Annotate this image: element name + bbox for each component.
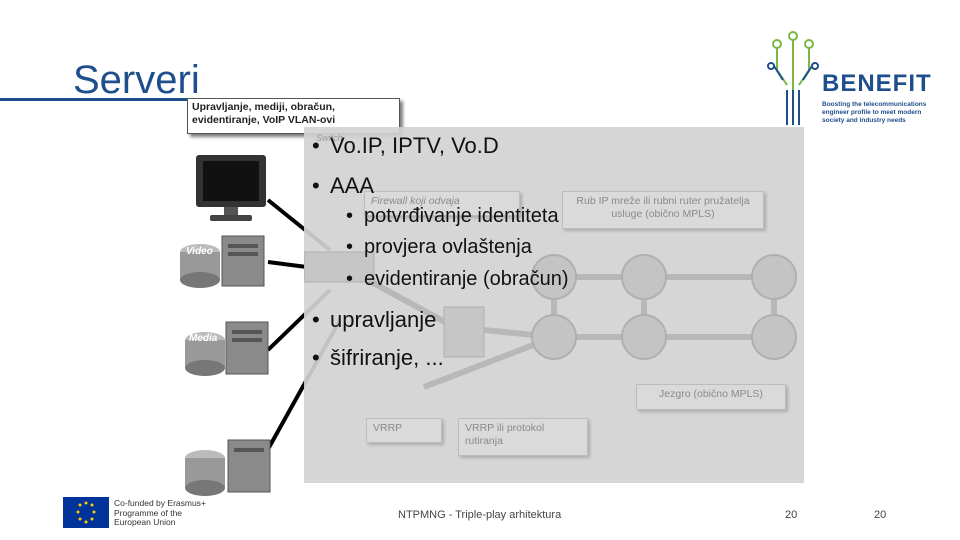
eu-flag-icon [63, 497, 109, 528]
router-icon [621, 254, 667, 300]
sub-bullet-item: •provjera ovlaštenja [346, 236, 532, 258]
bullet-item: •šifriranje, ... [312, 345, 444, 370]
firewall-label-box: Firewall koji odvaja [364, 191, 520, 216]
page-number-secondary: 20 [874, 509, 887, 521]
page-number: 20 [785, 509, 798, 521]
benefit-circuit-icon [767, 31, 819, 125]
firewall-icon [443, 306, 485, 358]
core-label: Jezgro (obično MPLS) [659, 388, 763, 400]
router-icon [751, 314, 797, 360]
vrrp-label-box: VRRP [366, 418, 442, 443]
bullet-text: šifriranje, ... [330, 345, 444, 370]
sub-bullet-text: evidentiranje (obračun) [364, 268, 569, 290]
video-server-icon [180, 235, 265, 288]
router-icon [621, 314, 667, 360]
server-icon [185, 439, 271, 496]
faint-network-diagram [304, 251, 797, 390]
bullet-text: upravljanje [330, 307, 437, 332]
edge-router-label: Rub IP mreže ili rubni ruter pružatelja … [576, 195, 750, 220]
sub-bullet-text: potvrđivanje identiteta [364, 205, 559, 227]
firewall-label: Firewall koji odvaja [371, 195, 460, 207]
vrrp-routing-label: VRRP ili protokol rutiranja [465, 422, 545, 447]
bullet-item: •AAA [312, 173, 375, 198]
callout-servers-text: Upravljanje, mediji, obračun, evidentira… [192, 101, 336, 126]
bullet-text: Vo.IP, IPTV, Vo.D [330, 133, 499, 158]
sub-bullet-item: •potvrđivanje identiteta [346, 205, 559, 227]
monitor-icon [196, 155, 266, 221]
eu-cofunded-text: Co-funded by Erasmus+ Programme of the E… [114, 498, 206, 527]
router-icon [751, 254, 797, 300]
vrrp-routing-label-box: VRRP ili protokol rutiranja [458, 418, 588, 456]
footer-title: NTPMNG - Triple-play arhitektura [398, 509, 562, 521]
edge-router-label-box: Rub IP mreže ili rubni ruter pružatelja … [562, 191, 764, 229]
title-underline [0, 98, 232, 101]
router-icon [531, 254, 577, 300]
switch-label: Switch [316, 133, 343, 143]
switch-icon [304, 251, 375, 283]
video-label: Video [186, 246, 213, 257]
sub-bullet-item: •evidentiranje (obračun) [346, 268, 569, 290]
slide-title: Serveri [73, 58, 200, 102]
media-server-icon [185, 321, 269, 376]
bullet-text: AAA [330, 173, 375, 198]
media-label: Media [189, 333, 218, 344]
router-icon [531, 314, 577, 360]
vrrp-label: VRRP [373, 422, 403, 434]
benefit-logo-name: BENEFIT [822, 70, 932, 97]
bullet-item: •upravljanje [312, 307, 437, 332]
benefit-logo-tagline: Boosting the telecommunications engineer… [822, 101, 927, 124]
bullet-item: •Vo.IP, IPTV, Vo.D [312, 133, 499, 158]
sub-bullet-text: provjera ovlaštenja [364, 236, 532, 258]
core-label-box: Jezgro (obično MPLS) [636, 384, 786, 410]
